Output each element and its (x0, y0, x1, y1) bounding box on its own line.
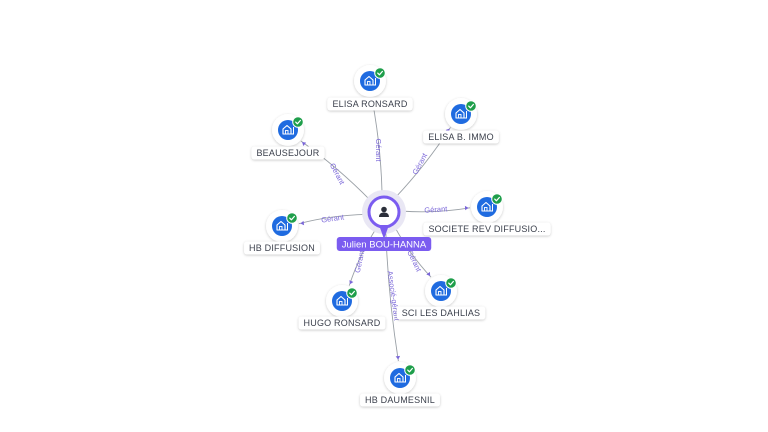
company-label-pill (298, 316, 386, 330)
edge-arrow (426, 271, 431, 276)
edge-label-elisa-ronsard: Gérant (374, 139, 383, 163)
company-node-disc (360, 71, 380, 91)
building-icon (336, 295, 348, 306)
company-node-disc (431, 281, 451, 301)
company-node-sci-les-dahlias[interactable]: SCI LES DAHLIAS (396, 275, 486, 320)
check-badge-icon (346, 287, 358, 299)
building-icon (364, 75, 376, 86)
company-label-pill (396, 306, 486, 320)
company-label-pill (423, 222, 551, 236)
company-label-pill (251, 146, 325, 160)
edge-beausejour (300, 140, 371, 201)
building-icon (394, 372, 406, 383)
building-icon (455, 108, 467, 119)
edge-label-elisa-b-immo: Gérant (410, 151, 429, 176)
company-node-disc (278, 120, 298, 140)
edge-sci-les-dahlias (394, 226, 432, 278)
edge-label-hugo-ronsard: Gérant (353, 248, 367, 273)
edge-label-hb-diffusion: Gérant (321, 212, 346, 224)
check-badge-icon (374, 67, 386, 79)
edge-label-societe-rev-diffusion: Gérant (424, 204, 448, 215)
company-label-pill (327, 97, 413, 111)
edge-arrow (464, 205, 469, 211)
company-name: ELISA RONSARD (332, 99, 407, 109)
edge-label-sci-les-dahlias: Gérant (405, 249, 424, 274)
edge-societe-rev-diffusion (401, 207, 471, 213)
check-badge-icon (465, 100, 477, 112)
company-name: HB DIFFUSION (249, 243, 315, 253)
edge-arrow (349, 280, 354, 285)
company-node-disc (272, 216, 292, 236)
company-node-beausejour[interactable]: BEAUSEJOUR (251, 114, 325, 160)
company-node-elisa-ronsard[interactable]: ELISA RONSARD (327, 65, 413, 111)
company-node-hugo-ronsard[interactable]: HUGO RONSARD (298, 285, 386, 330)
company-name: BEAUSEJOUR (256, 148, 319, 158)
check-badge-icon (445, 277, 457, 289)
company-node-disc (451, 104, 471, 124)
check-badge-icon (491, 193, 503, 205)
person-label-pill (336, 237, 432, 251)
company-node-societe-rev-diffusion[interactable]: SOCIETE REV DIFFUSIO... (423, 191, 551, 236)
company-node-disc (390, 368, 410, 388)
edge-arrow (395, 355, 401, 360)
nodes-layer: ELISA RONSARD ELISA B. IMMO BEAUSEJOUR SOCI… (244, 65, 551, 407)
center-pointer (379, 225, 389, 239)
company-name: HB DAUMESNIL (365, 395, 435, 405)
center-node[interactable]: Julien BOU-HANNA (336, 190, 432, 251)
building-icon (276, 220, 288, 231)
building-icon (435, 285, 447, 296)
company-node-disc (332, 291, 352, 311)
company-node-hb-daumesnil[interactable]: HB DAUMESNIL (360, 362, 440, 407)
company-label-pill (244, 241, 320, 255)
edge-hugo-ronsard (348, 228, 377, 286)
check-badge-icon (404, 364, 416, 376)
edge-arrow (302, 142, 307, 146)
company-name: ELISA B. IMMO (428, 132, 494, 142)
company-node-disc (477, 197, 497, 217)
edge-label-beausejour: Gérant (328, 162, 347, 187)
check-badge-icon (292, 116, 304, 128)
person-icon (379, 206, 389, 217)
building-icon (282, 124, 294, 135)
edge-hb-diffusion (298, 213, 367, 225)
edge-arrow (300, 220, 305, 226)
building-icon (481, 201, 493, 212)
person-name: Julien BOU-HANNA (342, 240, 427, 251)
company-node-hb-diffusion[interactable]: HB DIFFUSION (244, 210, 320, 255)
company-label-pill (360, 393, 440, 407)
company-label-pill (423, 130, 499, 144)
company-name: SOCIETE REV DIFFUSIO... (428, 224, 545, 234)
company-name: HUGO RONSARD (304, 318, 381, 328)
check-badge-icon (286, 212, 298, 224)
company-node-elisa-b-immo[interactable]: ELISA B. IMMO (423, 98, 499, 144)
company-name: SCI LES DAHLIAS (402, 308, 481, 318)
